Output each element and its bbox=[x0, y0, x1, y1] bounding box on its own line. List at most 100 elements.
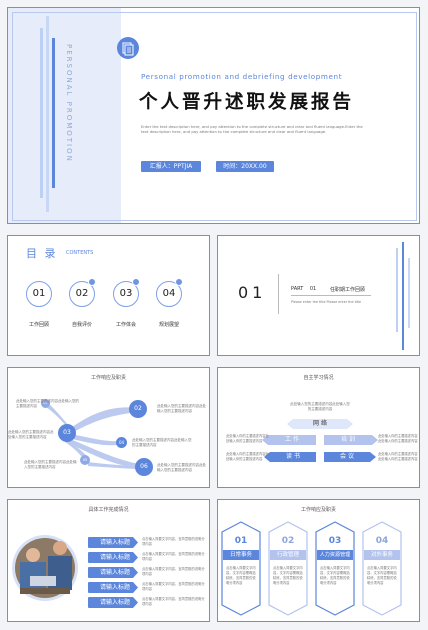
node-num: 05 bbox=[82, 458, 88, 462]
review-text: 此处输入您的主要描述内容此处输入您的主要描述内容 bbox=[157, 463, 206, 472]
part-title: 任职期工作回顾 bbox=[330, 287, 366, 293]
slide-title: 工作响应及职责 bbox=[300, 507, 336, 513]
study-item-meeting[interactable]: 会 议 bbox=[324, 452, 370, 462]
detail-slide[interactable]: 具体工作完成情况 请输入标题 请输入标题 请输入标题 请输入标题 请输入标题 点… bbox=[7, 499, 210, 622]
node-num: 04 bbox=[118, 440, 125, 445]
detail-label-text: 请输入标题 bbox=[100, 599, 131, 606]
study-item-label: 读 书 bbox=[286, 453, 300, 460]
toc-circle-1[interactable]: 01 bbox=[26, 281, 52, 307]
part-description: Please enter the title Please enter the … bbox=[291, 300, 362, 304]
study-top-text: 此处输入您的主要描述内容此处输入您的主要描述内容 bbox=[290, 402, 350, 411]
toc-label: 自我评价 bbox=[71, 322, 92, 328]
node-num: 02 bbox=[134, 405, 142, 412]
decor-line bbox=[402, 242, 404, 350]
duty-card-label: 行政管理 bbox=[276, 552, 299, 558]
decor-line bbox=[46, 16, 49, 212]
toc-circle-2[interactable]: 02 bbox=[69, 278, 96, 307]
part-slide[interactable]: 01 PART 01 任职期工作回顾 Please enter the titl… bbox=[217, 235, 420, 356]
detail-text: 点击输入简要文字内容，言简意赅的说明分项内容 bbox=[142, 567, 205, 576]
cover-description: Enter the text description here, and pay… bbox=[141, 124, 363, 134]
toc-num: 04 bbox=[162, 288, 176, 299]
decor-line bbox=[52, 38, 55, 188]
detail-text: 点击输入简要文字内容，言简意赅的说明分项内容 bbox=[142, 597, 205, 606]
review-node-04[interactable]: 04 bbox=[116, 437, 127, 448]
review-slide[interactable]: 工作响应及职责 01 02 03 04 05 06 此处输入您的主要描述内容此处… bbox=[7, 367, 210, 488]
study-item-label: 网 络 bbox=[313, 420, 327, 427]
node-num: 01 bbox=[43, 401, 48, 405]
detail-text: 点击输入简要文字内容，言简意赅的说明分项内容 bbox=[142, 537, 205, 546]
study-item-reading[interactable]: 读 书 bbox=[270, 452, 316, 462]
badge-dot-icon bbox=[175, 278, 183, 286]
cover-slide[interactable]: PERSONAL PROMOTION Personal promotion an… bbox=[7, 7, 420, 224]
part-underline bbox=[291, 295, 371, 296]
duty-card-text: 点击输入简要文字内容，文字内容需概括精炼，言简意赅的说明分项内容 bbox=[367, 566, 397, 585]
detail-label-3[interactable]: 请输入标题 bbox=[88, 567, 138, 578]
slide-title: 自主学习情况 bbox=[303, 375, 334, 381]
badge-dot-icon bbox=[88, 278, 96, 286]
decor-line bbox=[396, 248, 398, 332]
duties-slide[interactable]: 工作响应及职责 01 02 03 04 日常事务 行政管理 人力资源管理 对外事… bbox=[217, 499, 420, 622]
review-node-03[interactable]: 03 bbox=[58, 424, 76, 442]
duty-card-text: 点击输入简要文字内容，文字内容需概括精炼，言简意赅的说明分项内容 bbox=[273, 566, 303, 585]
cover-subtitle-en: Personal promotion and debriefing develo… bbox=[141, 72, 343, 81]
decor-line bbox=[408, 258, 410, 328]
cover-panel-outline bbox=[12, 12, 417, 221]
detail-label-text: 请输入标题 bbox=[100, 584, 131, 591]
detail-label-text: 请输入标题 bbox=[100, 554, 131, 561]
toc-circle-4[interactable]: 04 bbox=[156, 278, 183, 307]
toc-num: 01 bbox=[32, 288, 46, 299]
review-node-05[interactable]: 05 bbox=[80, 455, 90, 465]
toc-label: 工作体会 bbox=[115, 322, 136, 328]
review-text: 此处输入您的主要描述内容此处输入您的主要描述内容 bbox=[157, 404, 206, 413]
slide-title: 工作响应及职责 bbox=[90, 375, 126, 381]
detail-label-2[interactable]: 请输入标题 bbox=[88, 552, 138, 563]
study-item-network[interactable]: 网 络 bbox=[293, 419, 347, 429]
duty-card-num-2: 02 bbox=[281, 536, 295, 546]
part-label: PART 01 bbox=[291, 286, 317, 292]
duty-card-text: 点击输入简要文字内容，文字内容需概括精炼，言简意赅的说明分项内容 bbox=[226, 566, 256, 585]
duty-card-label: 人力资源管理 bbox=[319, 552, 351, 558]
review-node-01[interactable]: 01 bbox=[41, 399, 50, 408]
toc-slide[interactable]: 目 录 CONTENTS 01 02 03 04 工作回顾 自我评价 工作体会 … bbox=[7, 235, 210, 356]
node-num: 03 bbox=[63, 429, 71, 436]
hexagon-cards-graphic bbox=[221, 521, 402, 616]
badge-dot-icon bbox=[132, 278, 140, 286]
duty-card-text: 点击输入简要文字内容，文字内容需概括精炼，言简意赅的说明分项内容 bbox=[320, 566, 350, 585]
detail-label-5[interactable]: 请输入标题 bbox=[88, 597, 138, 608]
duty-card-num-4: 04 bbox=[375, 536, 389, 546]
reporter-badge: 汇报人：PPTJIA bbox=[141, 161, 201, 172]
cover-title: 个人晋升述职发展报告 bbox=[139, 92, 355, 113]
cover-left-panel bbox=[8, 8, 121, 223]
study-item-work[interactable]: 工 作 bbox=[268, 435, 316, 445]
toc-label: 工作回顾 bbox=[28, 322, 49, 328]
toc-title-en: CONTENTS bbox=[66, 250, 94, 256]
duty-card-num-1: 01 bbox=[234, 536, 248, 546]
detail-label-text: 请输入标题 bbox=[100, 569, 131, 576]
study-item-label: 工 作 bbox=[285, 436, 299, 443]
detail-text: 点击输入简要文字内容，言简意赅的说明分项内容 bbox=[142, 552, 205, 561]
toc-num: 03 bbox=[119, 288, 133, 299]
study-left-text: 此处输入你的主要描述内容此处输入你的主要描述内容 bbox=[226, 452, 269, 461]
study-right-text: 此处输入你的主要描述内容此处输入你的主要描述内容 bbox=[378, 452, 418, 461]
toc-circle-3[interactable]: 03 bbox=[113, 278, 140, 307]
people-photo-icon bbox=[12, 535, 78, 601]
study-slide[interactable]: 自主学习情况 此处输入您的主要描述内容此处输入您的主要描述内容 网 络 工 作 … bbox=[217, 367, 420, 488]
arrow-icons bbox=[262, 419, 378, 462]
part-divider bbox=[278, 274, 279, 314]
review-text: 此处输入您的主要描述内容此处输入您的主要描述内容 bbox=[16, 399, 79, 408]
review-node-06[interactable]: 06 bbox=[135, 458, 153, 476]
slide-title: 具体工作完成情况 bbox=[88, 507, 129, 513]
time-badge: 时间：20XX.00 bbox=[216, 161, 274, 172]
duty-card-num-3: 03 bbox=[328, 536, 342, 546]
review-node-02[interactable]: 02 bbox=[129, 400, 147, 418]
detail-label-1[interactable]: 请输入标题 bbox=[88, 537, 138, 548]
toc-label: 规划展望 bbox=[158, 322, 179, 328]
study-item-training[interactable]: 培 训 bbox=[324, 435, 372, 445]
detail-label-4[interactable]: 请输入标题 bbox=[88, 582, 138, 593]
cover-icon-circle[interactable] bbox=[117, 37, 139, 59]
node-num: 06 bbox=[140, 463, 148, 470]
detail-label-text: 请输入标题 bbox=[100, 539, 131, 546]
duty-card-label: 对外事务 bbox=[370, 552, 393, 558]
detail-text: 点击输入简要文字内容，言简意赅的说明分项内容 bbox=[142, 582, 205, 591]
study-right-text: 此处输入你的主要描述内容此处输入你的主要描述内容 bbox=[378, 434, 418, 443]
